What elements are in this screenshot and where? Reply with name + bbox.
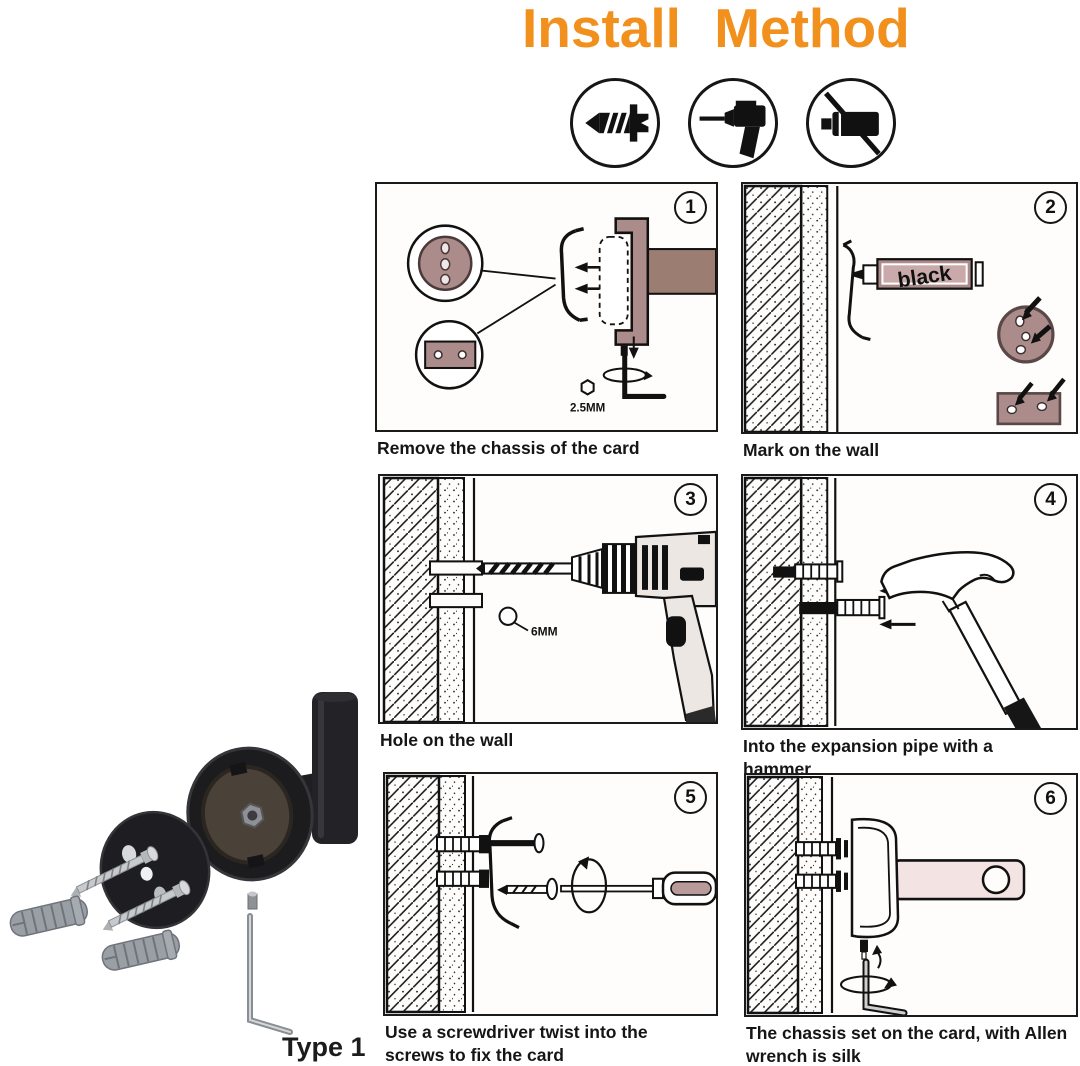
no-glue-icon [806, 78, 896, 168]
step-number-badge: 4 [1034, 483, 1067, 516]
rect-plate-marking [996, 377, 1066, 426]
screws-fixed [795, 838, 848, 892]
magnifier-rect-plate [414, 319, 484, 390]
screw-glyph [585, 104, 649, 142]
expansion-anchor-entering [799, 595, 886, 620]
mounting-screw [70, 846, 159, 897]
drill-glyph [699, 100, 766, 159]
step-2-illustration: black [743, 184, 1066, 432]
step-panel-5: 5 Use a screwdriver twist into the screw… [383, 772, 718, 1066]
screwdriver-illustration [560, 856, 716, 914]
step-4-illustration [743, 476, 1042, 728]
allen-wrench-product [247, 913, 293, 1035]
step-number-badge: 3 [674, 483, 707, 516]
step-number-badge: 5 [674, 781, 707, 814]
screw-installed [489, 832, 545, 854]
no-glue-glyph [821, 91, 881, 156]
step-number-badge: 2 [1034, 191, 1067, 224]
product-photo [0, 682, 380, 1042]
round-plate-marking [997, 296, 1055, 364]
marker-pen: black [853, 258, 984, 292]
step-6-illustration [746, 775, 1026, 1015]
step-panel-4: 4 Into the expansion pipe with a hammer [741, 474, 1078, 781]
step-caption: Use a screwdriver twist into the screws … [385, 1022, 648, 1066]
mounted-hook [850, 817, 1026, 939]
wall-anchor [101, 929, 180, 971]
wall-anchor [9, 895, 88, 937]
screw-floating [497, 877, 558, 901]
step-panel-6: 6 The chassis set on the card, with Alle… [744, 773, 1078, 1066]
wall-texture [743, 184, 839, 432]
mounting-plate [99, 810, 211, 930]
wall-texture [746, 775, 834, 1015]
step-caption: Remove the chassis of the card [377, 438, 640, 458]
bracket-side-view [487, 816, 520, 930]
hole-size-label: 6MM [531, 625, 558, 639]
drill-icon [688, 78, 778, 168]
step-panel-1: 2.5MM 1 Remove the chassis of the card [375, 182, 718, 460]
step-number-badge: 1 [674, 191, 707, 224]
chassis-side-view [559, 227, 588, 322]
wall-mount-assembly [598, 217, 716, 346]
hex-size-label: 2.5MM [570, 402, 605, 415]
drilled-holes [429, 560, 483, 609]
set-screw [247, 891, 258, 910]
magnifier-round-plate [406, 224, 484, 303]
wall-texture [385, 774, 475, 1014]
screw-icon [570, 78, 660, 168]
expansion-anchor-inserted [773, 560, 844, 583]
hex-size-callout: 2.5MM [570, 379, 605, 415]
tool-icons-row [570, 78, 896, 168]
step-caption: Mark on the wall [743, 440, 880, 460]
step-panel-3: 6MM [378, 474, 718, 752]
hammer-illustration [880, 550, 1042, 728]
hole-size-callout: 6MM [498, 606, 558, 639]
type-label: Type 1 [282, 1032, 366, 1062]
allen-wrench-illustration [840, 939, 908, 1015]
bracket-side-view [842, 239, 871, 341]
allen-wrench-illustration [602, 336, 667, 399]
step-caption: The chassis set on the card, with Allen … [746, 1023, 1068, 1066]
step-3-illustration: 6MM [382, 476, 716, 722]
step-5-illustration [385, 774, 716, 1014]
step-number-badge: 6 [1034, 782, 1067, 815]
step-caption: Hole on the wall [380, 730, 514, 750]
hook-base-disc [186, 746, 314, 882]
step-panel-2: black [741, 182, 1078, 462]
page-title: Install Method [522, 0, 910, 59]
mounting-screw [102, 880, 191, 931]
wall-hook-product [9, 692, 358, 1035]
drill-illustration [476, 530, 716, 722]
anchors-in-wall [436, 835, 489, 888]
step-1-illustration: 2.5MM [406, 217, 716, 415]
